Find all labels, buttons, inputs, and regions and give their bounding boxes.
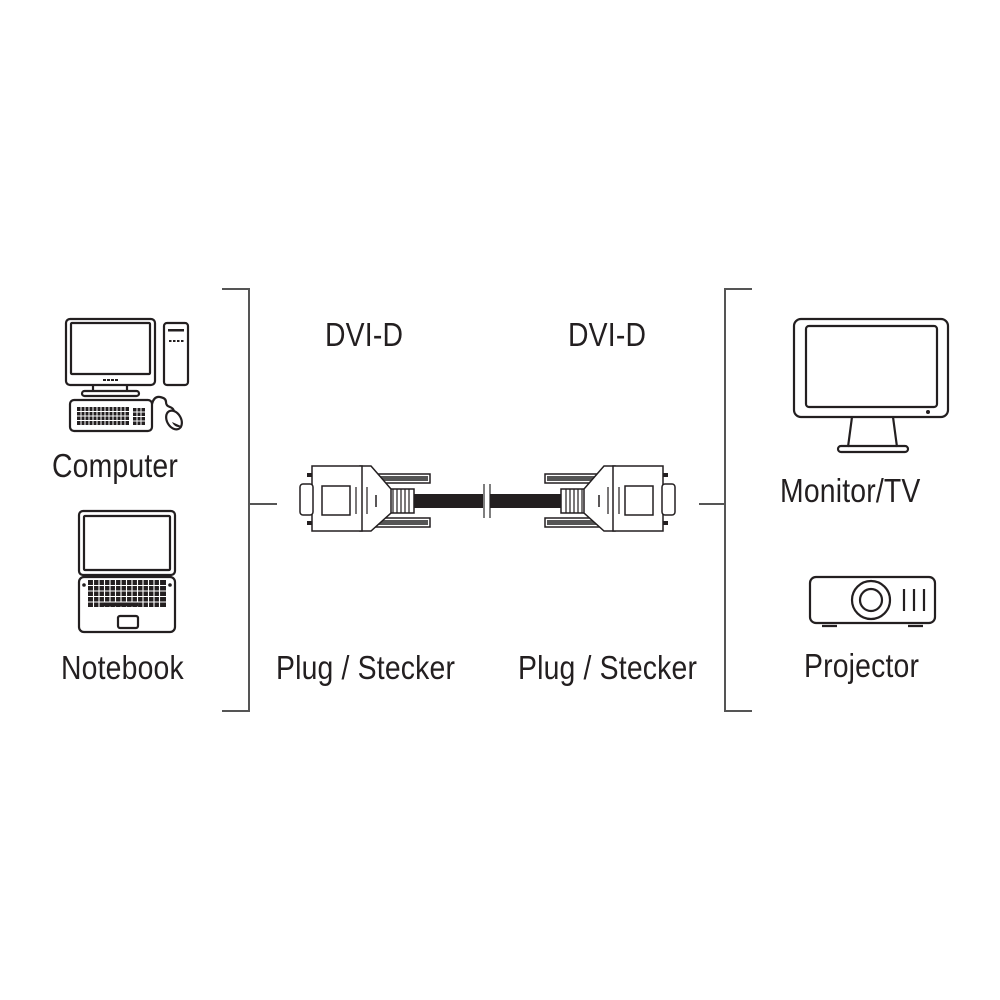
source-label-notebook: Notebook	[61, 649, 184, 686]
right-connector-gender: Plug / Stecker	[518, 649, 698, 686]
laptop-icon	[77, 509, 177, 634]
desktop-computer-icon	[64, 317, 190, 433]
target-bracket	[699, 288, 752, 712]
target-label-projector: Projector	[804, 647, 920, 684]
left-connector-gender: Plug / Stecker	[276, 649, 456, 686]
source-bracket	[222, 288, 277, 712]
cable-break-mark	[483, 484, 491, 518]
target-label-monitor-tv: Monitor/TV	[780, 472, 921, 509]
monitor-icon	[792, 317, 950, 454]
projector-icon	[808, 575, 937, 628]
source-label-computer: Computer	[52, 447, 178, 484]
right-dvi-plug-connector	[490, 465, 676, 532]
right-connector-type: DVI-D	[568, 316, 647, 353]
left-dvi-plug-connector	[299, 465, 483, 532]
left-connector-type: DVI-D	[325, 316, 404, 353]
